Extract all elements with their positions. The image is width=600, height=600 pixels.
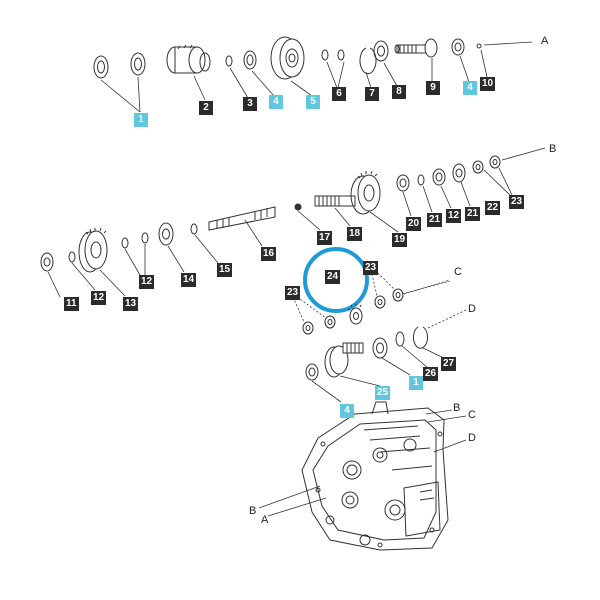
transmission-housing	[301, 401, 449, 551]
snap-ring-part-27	[413, 326, 428, 349]
callout-10[interactable]: 10	[480, 77, 496, 91]
rings-part-6	[321, 49, 345, 61]
callout-18[interactable]: 18	[347, 227, 363, 241]
callout-12[interactable]: 12	[139, 275, 155, 289]
callout-23[interactable]: 23	[509, 195, 525, 209]
reference-letter-a: A	[261, 514, 269, 526]
reference-letter-d: D	[468, 303, 476, 315]
focus-ring	[303, 247, 369, 313]
leader-lines-row2	[297, 147, 546, 233]
callout-2[interactable]: 2	[199, 101, 213, 115]
leader-lines-lower	[311, 345, 449, 403]
reference-letter-b: B	[549, 143, 557, 155]
callout-19[interactable]: 19	[392, 233, 408, 247]
callout-23[interactable]: 23	[363, 261, 379, 275]
bearing-part-1c	[372, 337, 388, 359]
callout-7[interactable]: 7	[365, 87, 379, 101]
reference-letter-a: A	[541, 35, 549, 47]
callout-5[interactable]: 5	[306, 95, 320, 109]
callout-4[interactable]: 4	[463, 81, 477, 95]
callout-3[interactable]: 3	[243, 97, 257, 111]
washers-part-23b	[374, 288, 404, 309]
callout-27[interactable]: 27	[441, 357, 457, 371]
callout-21[interactable]: 21	[427, 213, 443, 227]
bearing-part-4b	[451, 38, 465, 56]
gear-shaft-part-2	[166, 44, 211, 74]
splined-shaft-part-18	[314, 195, 356, 207]
gear-shaft-part-25	[324, 342, 364, 378]
row2-parts	[294, 147, 546, 233]
snap-ring-part-7	[359, 47, 377, 75]
ring-part-21a	[417, 174, 425, 186]
bearing-part-8	[373, 40, 389, 62]
bearing-part-4a	[243, 50, 257, 70]
reference-letter-d: D	[468, 432, 476, 444]
callout-9[interactable]: 9	[426, 81, 440, 95]
bearing-part-20	[396, 174, 410, 192]
gear-part-19	[350, 170, 381, 215]
callout-20[interactable]: 20	[406, 217, 422, 231]
washers-part-23a	[472, 155, 501, 174]
bearing-part-14	[158, 222, 174, 246]
callout-14[interactable]: 14	[181, 273, 197, 287]
callout-1[interactable]: 1	[134, 113, 148, 127]
ring-part-26	[395, 331, 405, 347]
hub-part-5	[270, 36, 305, 80]
callout-12[interactable]: 12	[446, 209, 462, 223]
nut-part-10	[476, 43, 482, 49]
callout-4[interactable]: 4	[269, 95, 283, 109]
rings-part-12c	[121, 232, 149, 249]
reference-letter-c: C	[454, 266, 462, 278]
bearing-part-1a	[93, 55, 109, 79]
callout-12[interactable]: 12	[91, 291, 107, 305]
leader-lines-middle	[292, 269, 451, 323]
middle-parts	[292, 247, 451, 335]
row3-parts	[40, 206, 276, 298]
pinion-shaft-part-9	[394, 38, 438, 58]
leader-lines-row3	[47, 219, 263, 298]
callout-13[interactable]: 13	[123, 297, 139, 311]
callout-22[interactable]: 22	[485, 201, 501, 215]
callout-8[interactable]: 8	[392, 85, 406, 99]
callout-1[interactable]: 1	[409, 376, 423, 390]
callout-15[interactable]: 15	[217, 263, 233, 277]
reference-letter-b: B	[249, 505, 257, 517]
reference-letter-c: C	[468, 409, 476, 421]
ring-part-15	[190, 223, 198, 235]
bearing-part-12a	[432, 168, 446, 186]
gear-part-22	[452, 163, 466, 183]
dashed-line-d	[427, 309, 467, 329]
long-shaft-part-16	[208, 206, 276, 231]
dashed-line-c	[401, 280, 451, 295]
bearing-part-4c	[305, 363, 319, 381]
gear-part-13	[78, 227, 108, 273]
callout-24[interactable]: 24	[325, 270, 341, 284]
callout-21[interactable]: 21	[465, 207, 481, 221]
callout-17[interactable]: 17	[317, 231, 333, 245]
washers-part-23c	[302, 315, 336, 335]
row1-parts	[93, 36, 533, 113]
callout-23[interactable]: 23	[285, 286, 301, 300]
bearing-part-11	[40, 252, 54, 272]
callout-6[interactable]: 6	[332, 87, 346, 101]
callout-4[interactable]: 4	[340, 404, 354, 418]
ring-part-3	[225, 55, 233, 67]
leader-lines-row1	[100, 41, 533, 113]
bearing-part-1b	[130, 52, 146, 76]
lower-parts	[305, 309, 467, 403]
ring-part-12b	[68, 251, 76, 263]
callout-25[interactable]: 25	[375, 386, 391, 400]
callout-11[interactable]: 11	[64, 297, 79, 311]
small-ring-part-17	[294, 203, 302, 211]
pinion-gear-part-24	[347, 304, 363, 325]
callout-26[interactable]: 26	[423, 367, 439, 381]
reference-letter-b: B	[453, 402, 461, 414]
callout-16[interactable]: 16	[261, 247, 277, 261]
leader-lines-housing	[258, 409, 467, 517]
